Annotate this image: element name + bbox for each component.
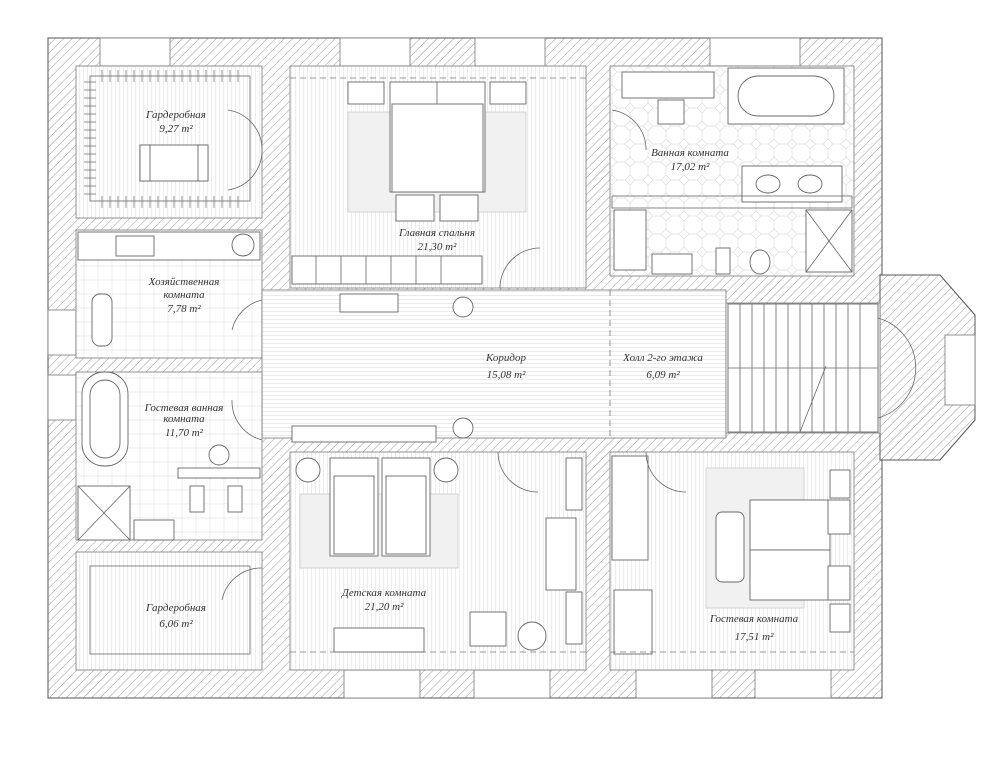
master-bed [290, 77, 586, 285]
label-kids-area: 21,20 m² [365, 601, 404, 613]
guest-furniture [610, 455, 854, 655]
kids-furniture [290, 457, 586, 653]
staircase [727, 303, 917, 433]
corridor-features [291, 290, 611, 443]
windows [47, 37, 976, 699]
guest-bath-fixtures [77, 371, 261, 541]
room-labels: Гардеробная 9,27 m² Главная спальня 21,3… [144, 109, 799, 643]
door-swings [221, 109, 687, 601]
room-wardrobe-bottom [75, 551, 263, 671]
label-guest-bath-area: 11,70 m² [165, 427, 204, 439]
utility-fixtures [77, 231, 261, 347]
label-hall-name: Холл 2-го этажа [622, 352, 703, 364]
label-utility-name2: комната [163, 289, 205, 301]
bathroom-fixtures [611, 67, 853, 275]
wardrobe-top-rails [84, 70, 251, 208]
label-kids-name: Детская комната [341, 587, 427, 599]
label-wardrobe-bottom-area: 6,06 m² [159, 618, 193, 630]
label-wardrobe-top-name: Гардеробная [145, 109, 206, 121]
label-wardrobe-top-area: 9,27 m² [159, 123, 193, 135]
label-guest-name: Гостевая комната [709, 613, 799, 625]
label-master-name: Главная спальня [398, 227, 475, 239]
label-hall-area: 6,09 m² [646, 369, 680, 381]
label-corridor-area: 15,08 m² [487, 369, 526, 381]
label-bath-name: Ванная комната [651, 147, 729, 159]
room-wardrobe-top [75, 65, 263, 219]
wardrobe-bottom-rails [89, 565, 251, 655]
label-guest-bath-name1: Гостевая ванная [144, 402, 224, 414]
label-guest-bath-name2: комната [163, 413, 205, 425]
label-master-area: 21,30 m² [418, 241, 457, 253]
label-bath-area: 17,02 m² [671, 161, 710, 173]
label-wardrobe-bottom-name: Гардеробная [145, 602, 206, 614]
label-utility-area: 7,78 m² [167, 303, 201, 315]
label-guest-area: 17,51 m² [735, 631, 774, 643]
label-corridor-name: Коридор [485, 352, 526, 364]
label-utility-name1: Хозяйственная [148, 276, 220, 288]
